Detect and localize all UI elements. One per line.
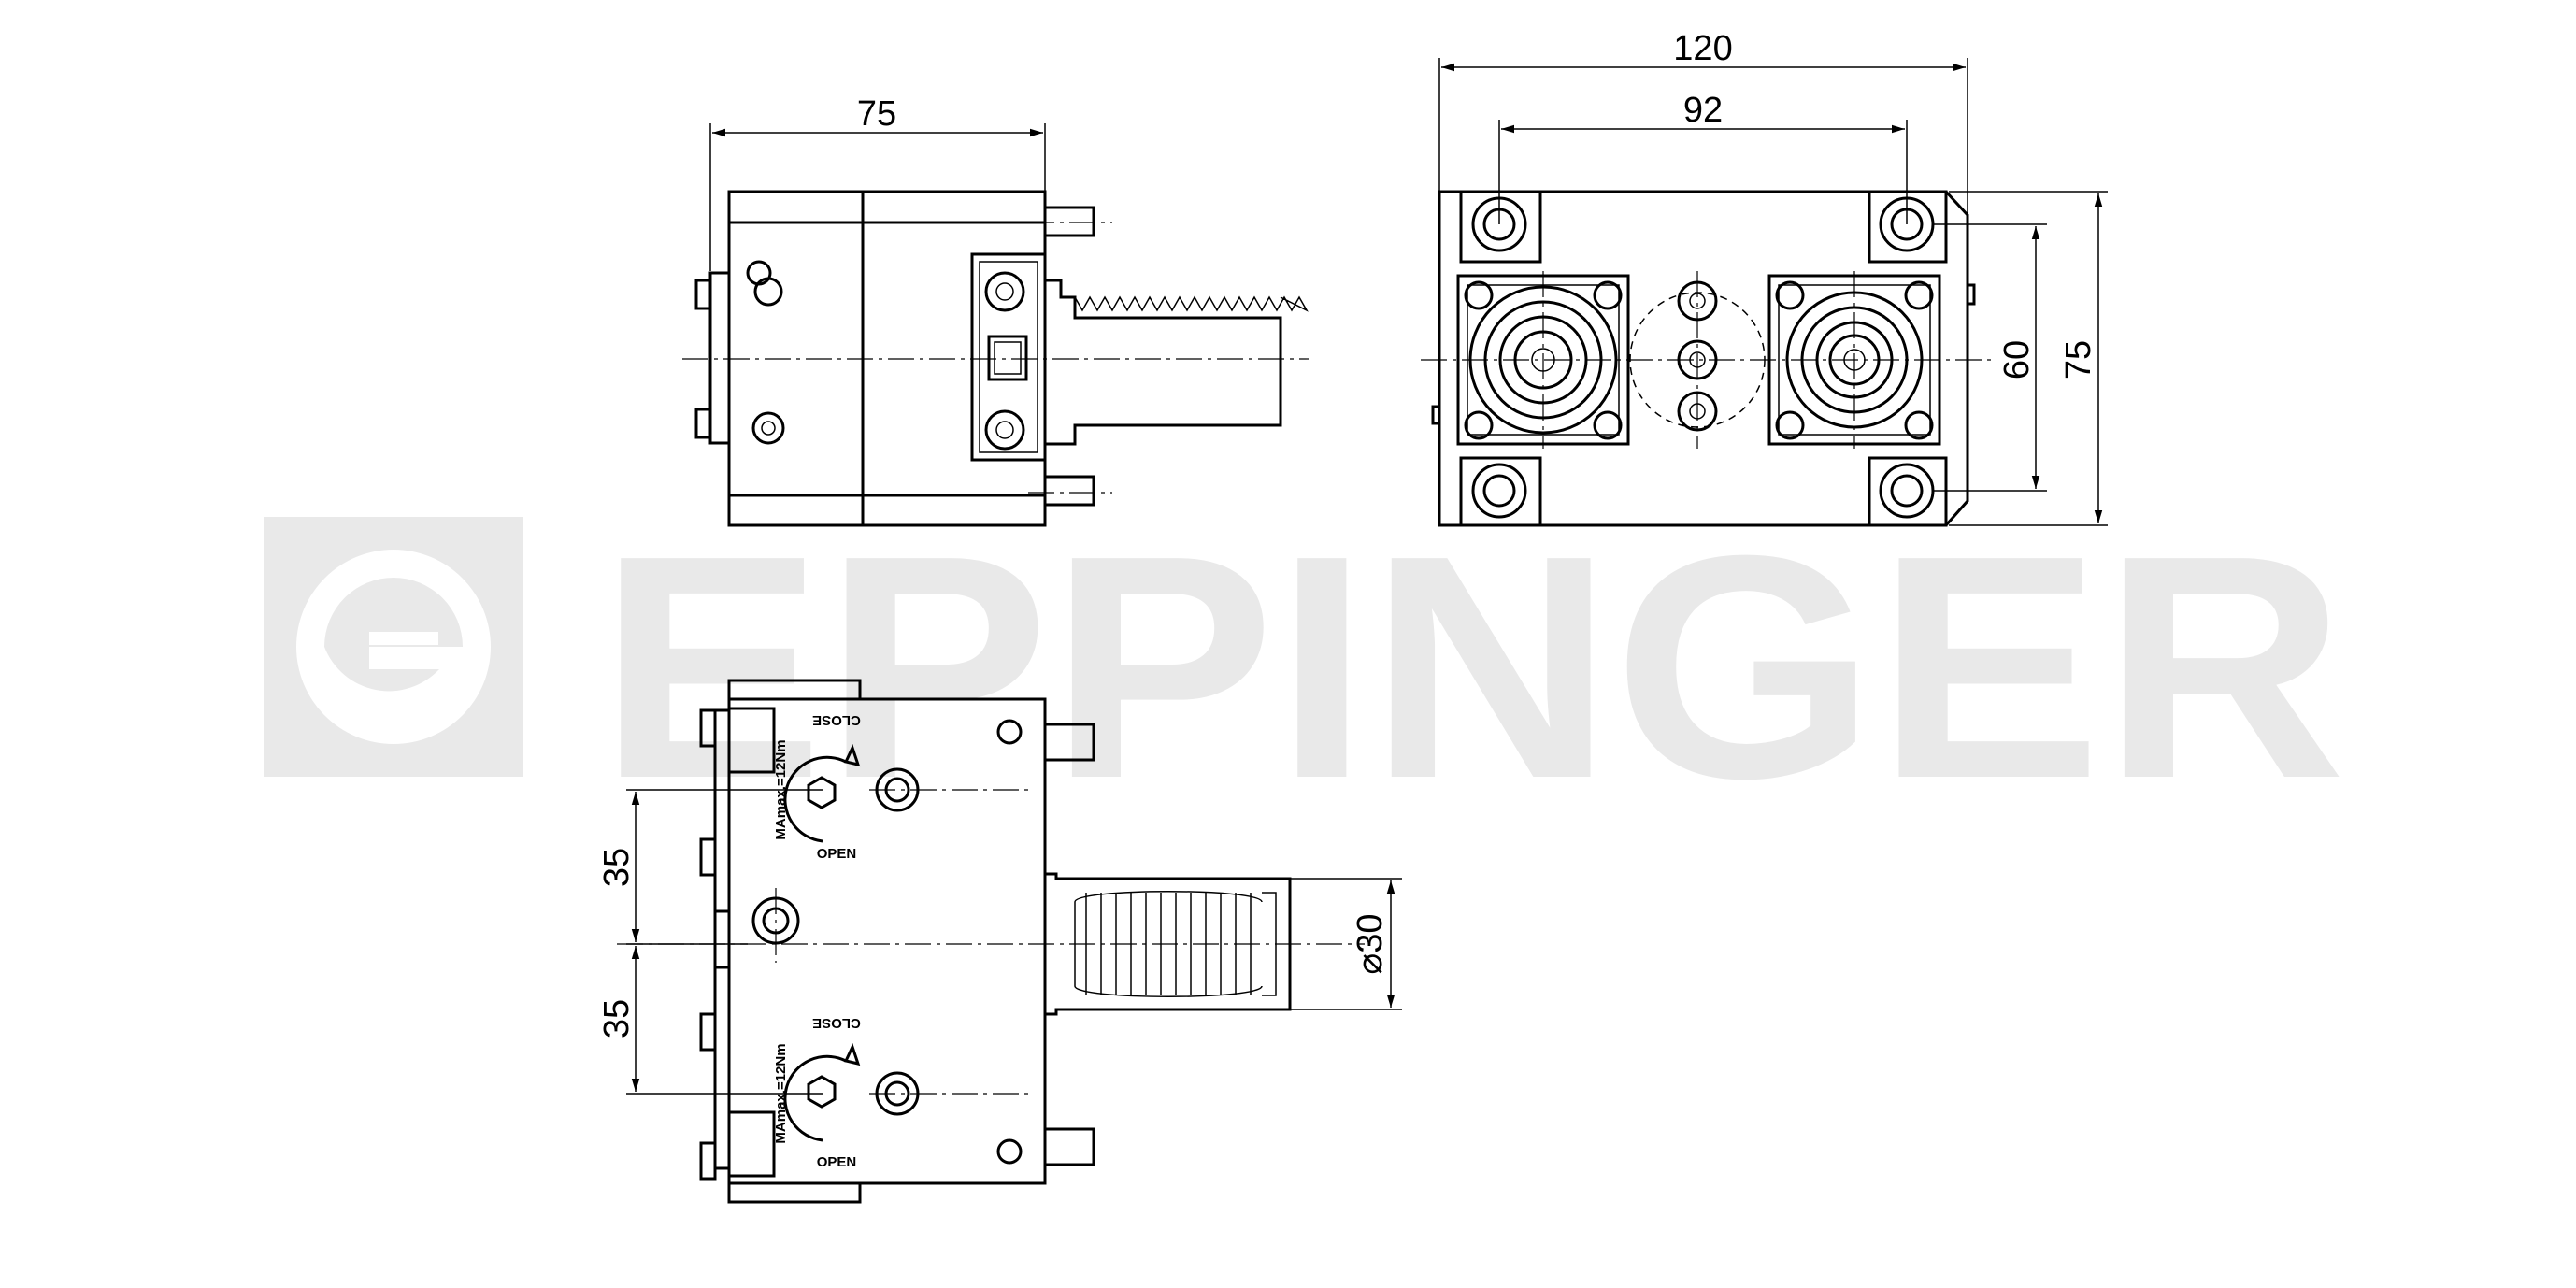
dim-top-right-outer-height: 75 — [2059, 340, 2098, 379]
label-open-lower: OPEN — [817, 1154, 857, 1170]
top-view-bottom: CLOSE OPEN MAmax.=12Nm CLOSE OPEN MAmax.… — [597, 679, 1402, 1204]
dim-top-right-outer-width: 120 — [1673, 29, 1732, 68]
rotate-arrow-icon — [783, 743, 861, 843]
dim-shank-diameter: ⌀30 — [1351, 913, 1390, 974]
dim-bottom-spacing-upper: 35 — [597, 848, 637, 887]
dim-top-right-inner-height: 60 — [1997, 340, 2037, 379]
label-open-upper: OPEN — [817, 846, 857, 862]
side-view-top: 75 — [682, 94, 1309, 527]
dim-bottom-spacing-lower: 35 — [597, 999, 637, 1038]
dim-top-right-hole-spacing: 92 — [1683, 91, 1723, 130]
eppinger-watermark: EPPINGER — [264, 490, 2346, 845]
eppinger-logo-icon — [264, 517, 523, 777]
label-close-lower: CLOSE — [812, 1015, 861, 1031]
label-close-upper: CLOSE — [812, 712, 861, 728]
dim-top-left-width: 75 — [857, 94, 896, 134]
watermark-text: EPPINGER — [598, 490, 2346, 845]
front-view-top: 120 92 60 75 — [1421, 29, 2108, 527]
rotate-arrow-icon — [783, 1042, 861, 1142]
